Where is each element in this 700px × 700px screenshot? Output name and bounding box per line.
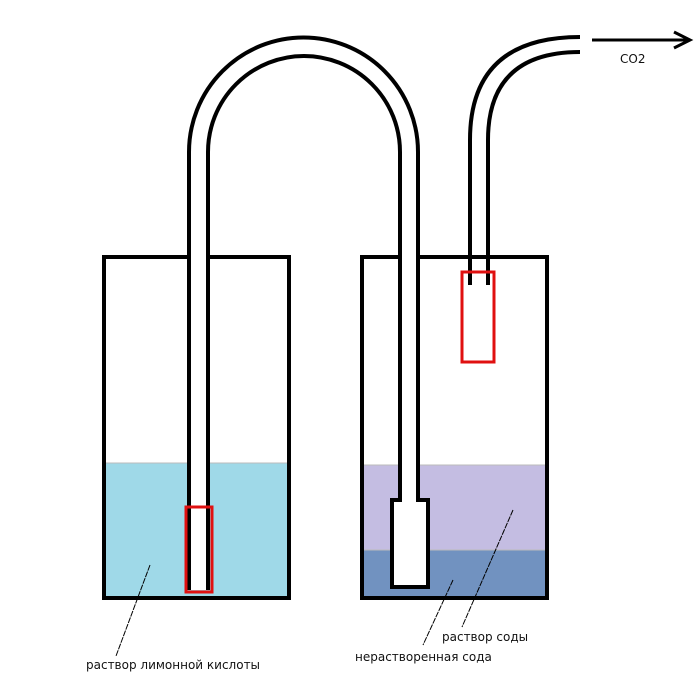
gas-arrow <box>592 30 694 50</box>
highlight-left-tube-end <box>184 505 214 594</box>
pointer-undissolved <box>422 579 454 646</box>
soda-solution-label: раствор соды <box>442 630 528 644</box>
citric-solution-label: раствор лимонной кислоты <box>86 658 260 672</box>
undissolved-soda-label: нерастворенная сода <box>355 650 492 664</box>
right-beaker <box>360 255 549 600</box>
connecting-tube <box>187 35 430 591</box>
pointer-soda-solution <box>461 509 514 628</box>
highlight-outlet-tube-end <box>460 270 496 364</box>
gas-label: CO2 <box>620 52 645 66</box>
outlet-tube <box>468 35 581 285</box>
pointer-citric <box>115 564 151 657</box>
